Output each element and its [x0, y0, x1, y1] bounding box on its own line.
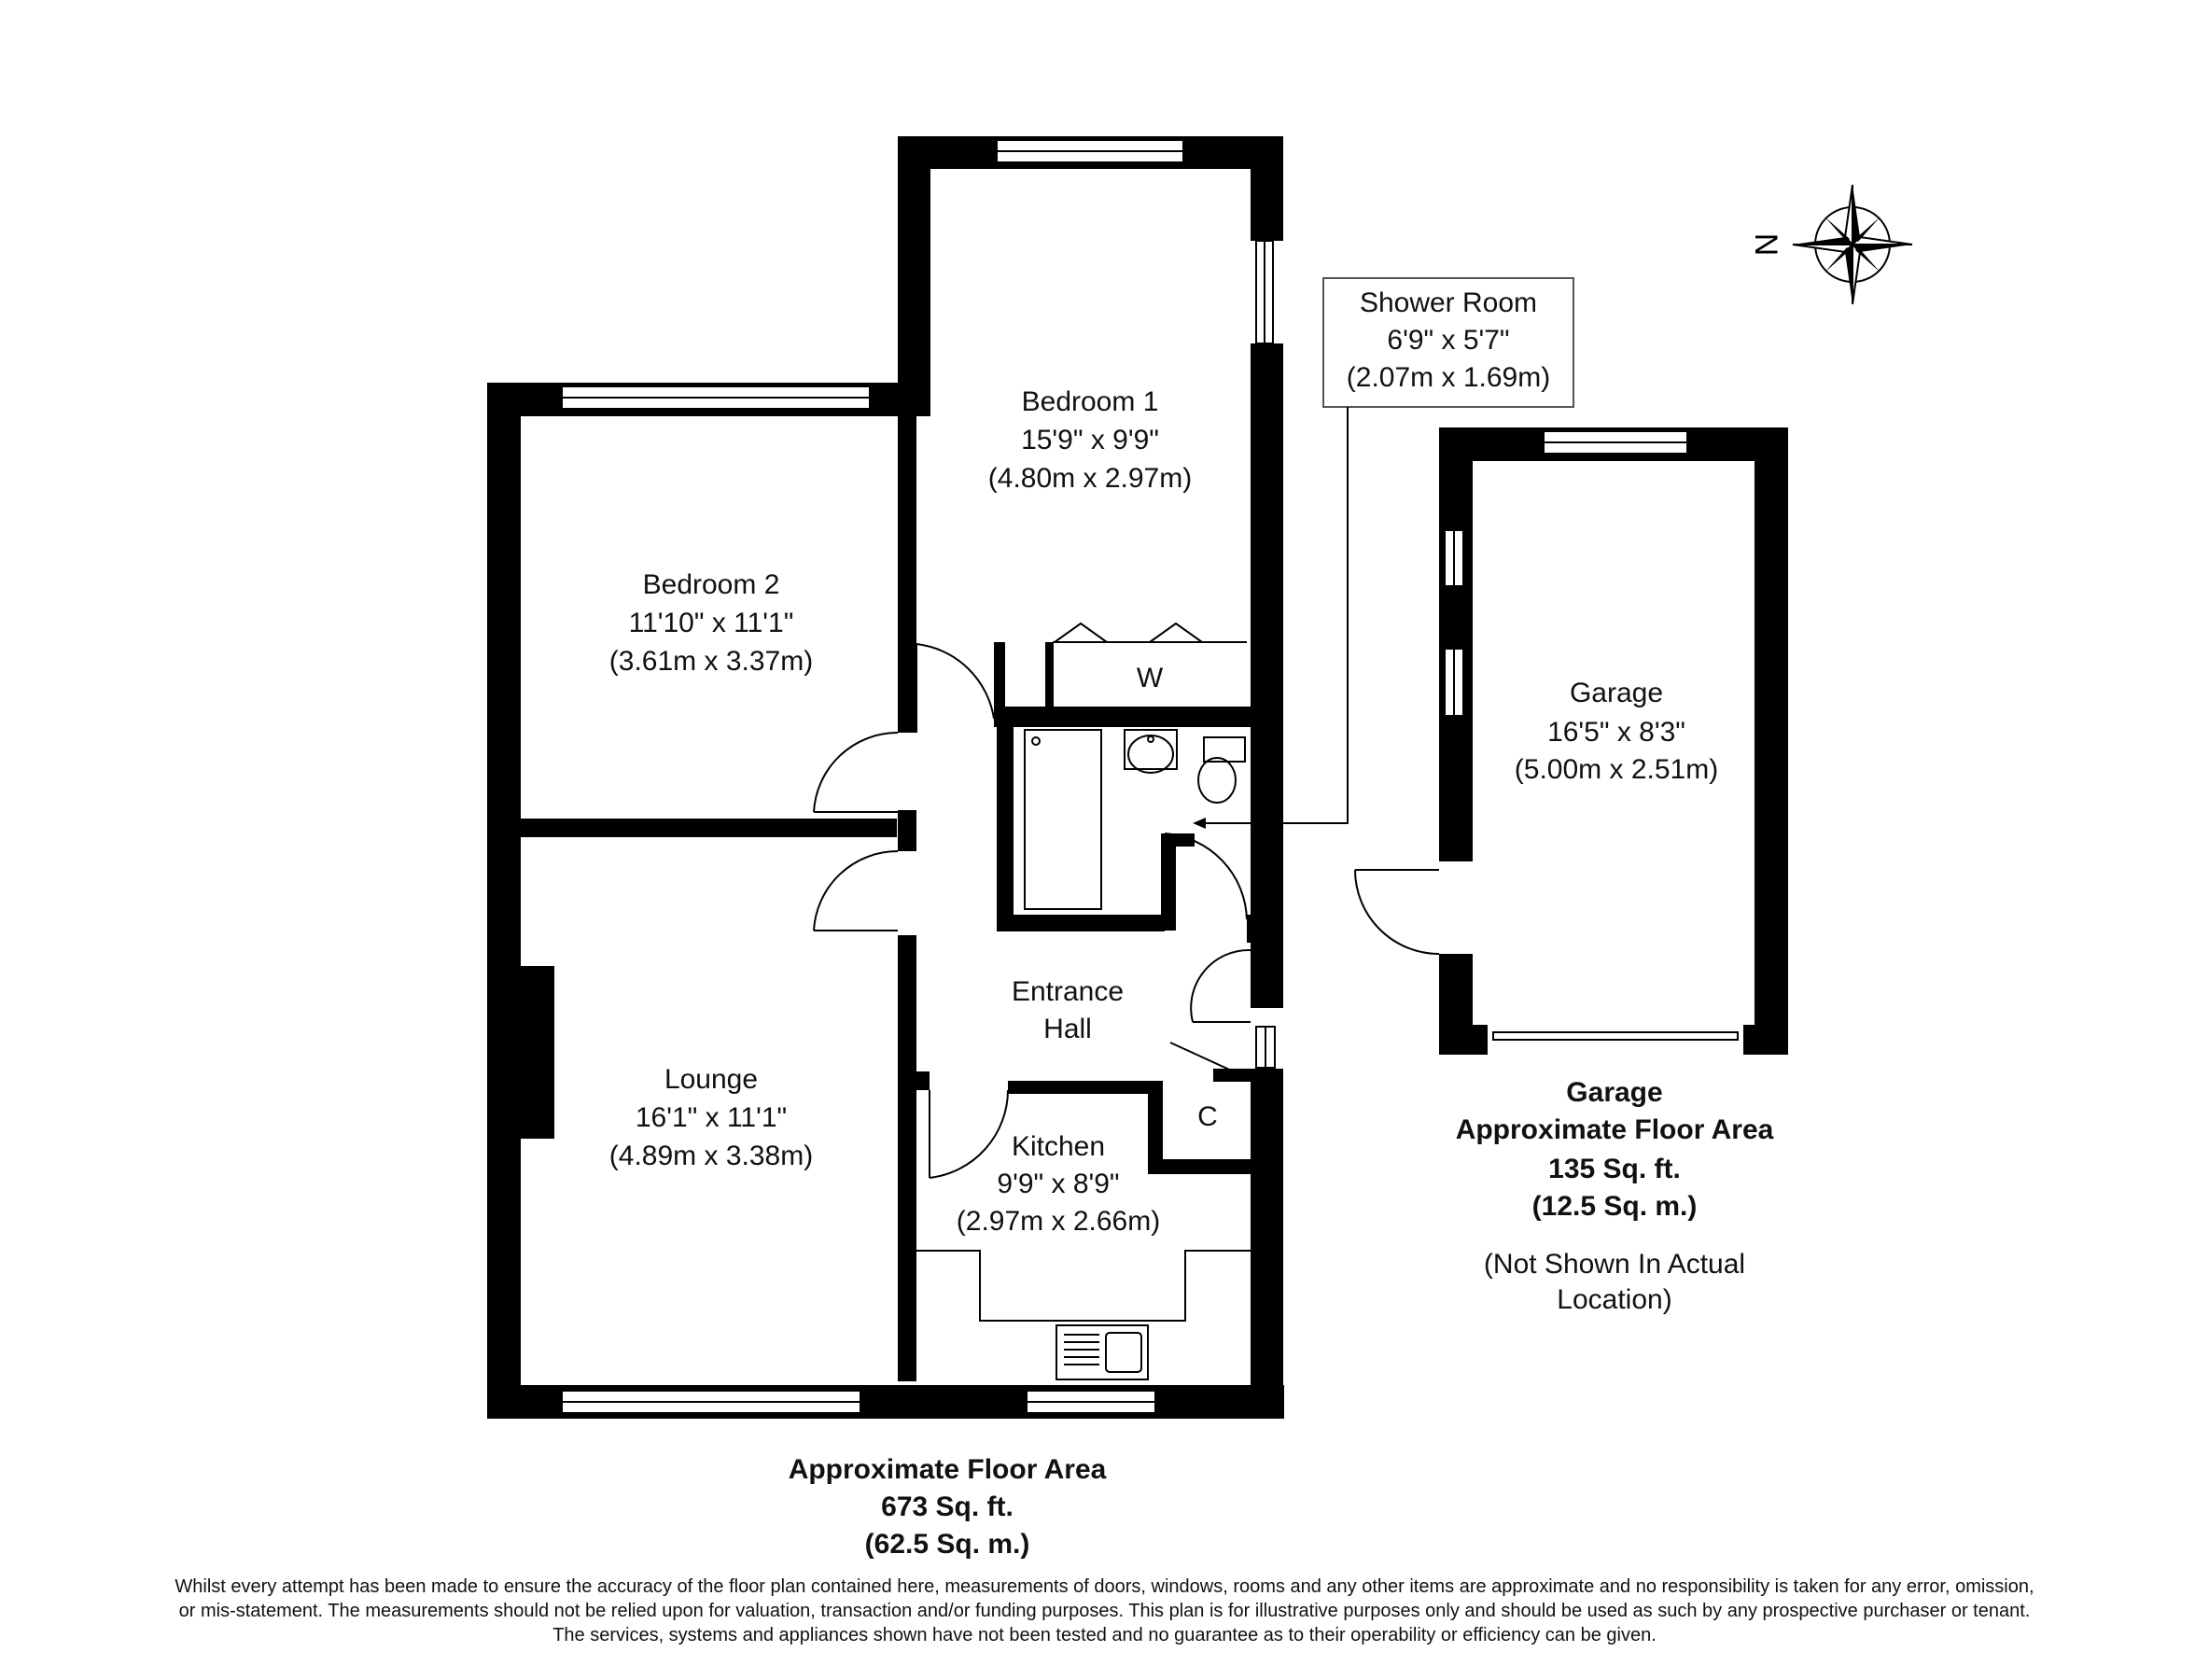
disclaimer: Whilst every attempt has been made to en… [56, 1575, 2153, 1647]
bath-icon [1024, 729, 1102, 910]
main-area-summary: Approximate Floor Area 673 Sq. ft. (62.5… [789, 1454, 1107, 1560]
garage-area-note1: (Not Shown In Actual [1484, 1249, 1745, 1280]
bedroom2-imperial: 11'10" x 11'1" [629, 608, 794, 638]
room-labels: Bedroom 1 15'9" x 9'9" (4.80m x 2.97m) B… [609, 386, 1218, 1237]
garage-metric: (5.00m x 2.51m) [1515, 754, 1718, 785]
disclaimer-line2: or mis-statement. The measurements shoul… [178, 1601, 2031, 1621]
garage-labels: Garage 16'5" x 8'3" (5.00m x 2.51m) [1515, 678, 1718, 785]
compass-rose-icon [1792, 184, 1913, 305]
garage-area-title1: Garage [1566, 1077, 1662, 1108]
entrance-hall-line2: Hall [1043, 1014, 1092, 1044]
cupboard-label: C [1197, 1101, 1218, 1132]
doors [813, 622, 1251, 1179]
toilet-icon [1197, 736, 1246, 804]
kitchen-metric: (2.97m x 2.66m) [957, 1206, 1160, 1237]
garage-area-sqm: (12.5 Sq. m.) [1532, 1191, 1698, 1222]
lounge-name: Lounge [664, 1064, 758, 1095]
bedroom2-metric: (3.61m x 3.37m) [609, 646, 813, 677]
garage-area-summary: Garage Approximate Floor Area 135 Sq. ft… [1456, 1077, 1774, 1315]
shower-room-name: Shower Room [1360, 287, 1537, 318]
garage-area-note2: Location) [1557, 1284, 1671, 1315]
lounge-imperial: 16'1" x 11'1" [636, 1102, 787, 1133]
lounge-metric: (4.89m x 3.38m) [609, 1141, 813, 1171]
shower-room-metric: (2.07m x 1.69m) [1347, 362, 1550, 393]
shower-room-callout: Shower Room 6'9" x 5'7" (2.07m x 1.69m) [1193, 277, 1574, 829]
compass-north-label: N [1748, 233, 1783, 257]
windows [561, 139, 1276, 1414]
disclaimer-line1: Whilst every attempt has been made to en… [175, 1576, 2034, 1597]
garage-imperial: 16'5" x 8'3" [1547, 717, 1685, 748]
garage-walls [1354, 427, 1788, 1055]
bedroom1-name: Bedroom 1 [1022, 386, 1159, 417]
main-area-title: Approximate Floor Area [789, 1454, 1107, 1485]
kitchen-sink-icon [1056, 1324, 1149, 1380]
garage-area-title2: Approximate Floor Area [1456, 1114, 1774, 1145]
main-house-walls [487, 136, 1284, 1419]
fixtures [916, 729, 1251, 1380]
wardrobe-label: W [1137, 663, 1164, 693]
garage-area-sqft: 135 Sq. ft. [1548, 1154, 1681, 1184]
kitchen-name: Kitchen [1012, 1131, 1105, 1162]
entrance-hall-line1: Entrance [1012, 976, 1124, 1007]
disclaimer-line3: The services, systems and appliances sho… [552, 1625, 1657, 1645]
main-area-sqft: 673 Sq. ft. [881, 1491, 1014, 1522]
basin-icon [1124, 729, 1178, 774]
kitchen-imperial: 9'9" x 8'9" [997, 1169, 1119, 1199]
garage-name: Garage [1570, 678, 1663, 708]
bedroom1-imperial: 15'9" x 9'9" [1021, 425, 1159, 455]
main-area-sqm: (62.5 Sq. m.) [865, 1529, 1030, 1560]
bedroom1-metric: (4.80m x 2.97m) [988, 463, 1192, 494]
shower-room-imperial: 6'9" x 5'7" [1387, 325, 1509, 356]
bedroom2-name: Bedroom 2 [643, 569, 780, 600]
